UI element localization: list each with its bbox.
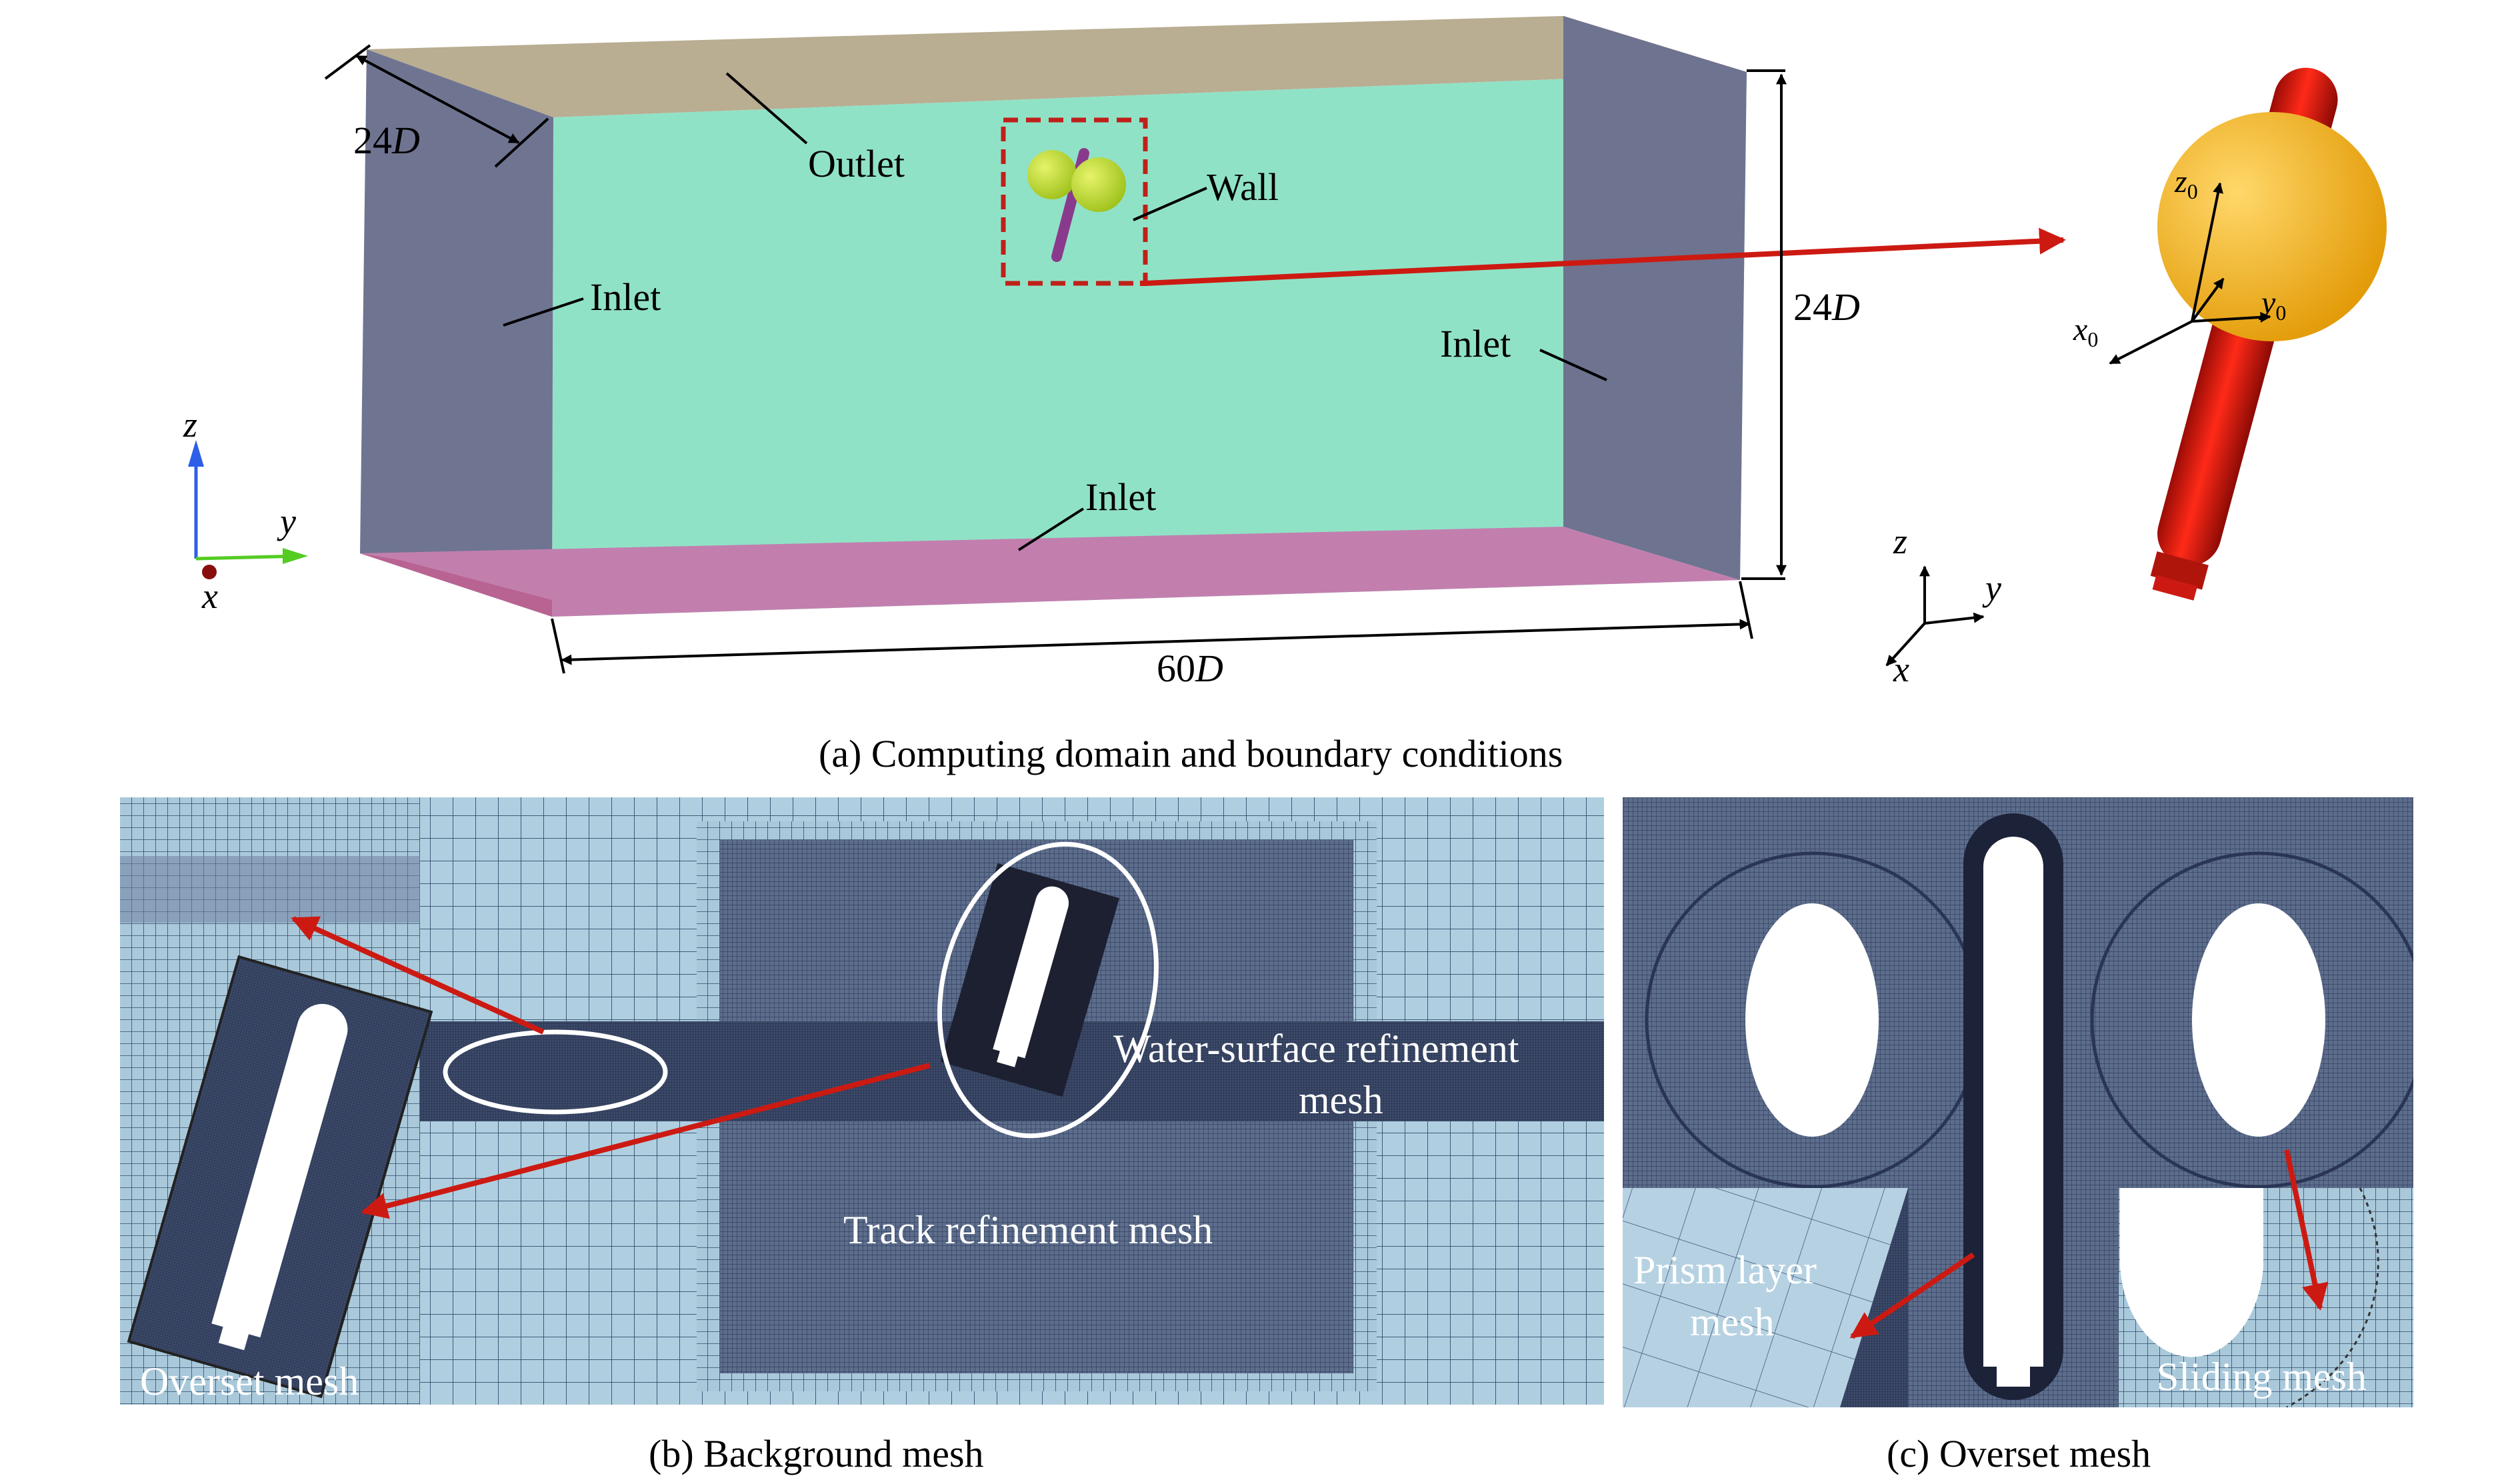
right-inlet-face <box>1563 16 1747 580</box>
body-detail: z0 y0 x0 <box>2073 67 2387 601</box>
bottom-inlet-face <box>360 527 1740 617</box>
leaders <box>503 72 1607 551</box>
axis-z-left: z <box>183 405 197 445</box>
dim-length-label: 60D <box>1157 647 1223 690</box>
dim-depth-label: 24D <box>353 119 420 162</box>
body-cut <box>1983 837 2043 1387</box>
axis-y-left: y <box>277 501 296 541</box>
body-axis-z: z0 <box>2174 164 2198 203</box>
prism-label: Prism layer <box>1633 1248 1817 1292</box>
small-sphere-right <box>1071 157 1126 212</box>
domain-box <box>360 16 1747 617</box>
sphere-right-cut <box>2192 903 2325 1137</box>
dim-height-label: 24D <box>1793 285 1860 329</box>
background-mesh <box>120 797 1604 1405</box>
left-inlet-face <box>360 49 553 617</box>
overset-mesh-detail <box>1623 797 2413 1407</box>
caption-a: (a) Computing domain and boundary condit… <box>819 732 1563 775</box>
water-surface-label: Water-surface refinement <box>1113 1027 1519 1071</box>
water-surface-label-2: mesh <box>1299 1078 1383 1122</box>
wall-inset <box>1001 117 2063 286</box>
selection-ellipse-water <box>443 1029 668 1115</box>
inlet-bottom-label: Inlet <box>1085 475 1156 519</box>
overset-label: Overset mesh <box>140 1359 359 1403</box>
axis-x-right: x <box>1893 649 1909 689</box>
zoom-arrow <box>1140 240 2063 286</box>
wall-face <box>552 72 1747 617</box>
body-axis-x: x0 <box>2073 312 2098 351</box>
axis-y-right: y <box>1982 568 2001 608</box>
outlet-label: Outlet <box>808 142 905 185</box>
outlet-face <box>367 16 1747 117</box>
axes-triad-left: z y x <box>183 405 308 616</box>
axis-x-left: x <box>201 576 218 616</box>
caption-b: (b) Background mesh <box>649 1432 984 1475</box>
caption-c: (c) Overset mesh <box>1887 1432 2151 1475</box>
track-label: Track refinement mesh <box>843 1208 1213 1252</box>
small-sphere-left <box>1027 150 1077 199</box>
inlet-left-label: Inlet <box>590 275 661 319</box>
wall-label: Wall <box>1207 165 1279 209</box>
selection-ellipse-body <box>937 841 1159 1139</box>
axes-triad-right <box>1885 565 1985 667</box>
dimensions <box>324 44 1787 674</box>
sphere-left-cut <box>1745 903 1879 1137</box>
bottom-left-corner <box>360 553 552 617</box>
prism-label-2: mesh <box>1690 1300 1775 1344</box>
focus-dashed-box <box>1001 117 1148 286</box>
body-axis-y: y0 <box>2258 285 2286 325</box>
axis-z-right: z <box>1893 521 1907 561</box>
sliding-label: Sliding mesh <box>2157 1355 2367 1399</box>
inlet-right-label: Inlet <box>1440 322 1511 365</box>
